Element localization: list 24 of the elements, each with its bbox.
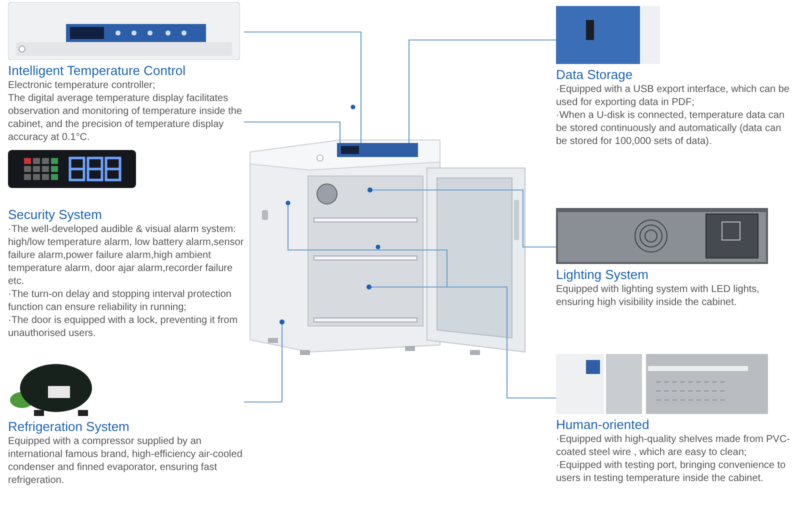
feature-heading: Human-oriented bbox=[556, 417, 650, 433]
feature-heading: Intelligent Temperature Control bbox=[8, 63, 187, 79]
feature-text: The digital average temperature display facilitates observation and monitoring of temperature inside the cabinet, and the precision of temperature display accuracy at 0.1°C. bbox=[8, 92, 244, 144]
feature-text: Equipped with lighting system with LED lights, ensuring high visibility inside the cabinet. bbox=[556, 283, 760, 309]
leader-line bbox=[368, 188, 556, 248]
leader-line bbox=[366, 284, 556, 399]
feature-text: Electronic temperature controller; bbox=[8, 79, 156, 92]
feature-description bbox=[8, 2, 244, 188]
leader-line bbox=[408, 39, 556, 143]
feature-text: ·Equipped with a USB export interface, which can be used for exporting data in PDF; bbox=[556, 83, 790, 109]
leader-line bbox=[244, 320, 284, 403]
feature-text: ·When a U-disk is connected, temperature data can be stored continuously and automatically (data can be stored for 100,000 sets of data). bbox=[556, 109, 786, 148]
leader-line bbox=[244, 121, 341, 143]
feature-heading: Refrigeration System bbox=[8, 419, 130, 435]
feature-text: ·The well-developed audible & visual alarm system: high/low temperature alarm, low battery alarm,sensor failure alarm,power failure alarm,high ambient temperature alarm, door ajar alarm,recorder failure etc. bbox=[8, 223, 244, 288]
feature-heading: Lighting System bbox=[556, 267, 650, 283]
feature-text: ·The door is equipped with a lock, preventing it from unauthorised users. bbox=[8, 314, 239, 340]
leader-line bbox=[244, 31, 362, 143]
feature-text: ·Equipped with high-quality shelves made from PVC-coated steel wire , which are easy to clean; bbox=[556, 433, 791, 459]
feature-text: ·Equipped with testing port, bringing convenience to users in testing temperature inside the cabinet. bbox=[556, 459, 787, 485]
feature-heading: Data Storage bbox=[556, 67, 634, 83]
feature-heading: Security System bbox=[8, 207, 103, 223]
feature-text: Equipped with a compressor supplied by an international famous brand, high-efficiency air-cooled condenser and finned evaporator, ensuring fast refrigeration. bbox=[8, 435, 244, 487]
feature-text: ·The turn-on delay and stopping interval protection function can ensure reliability in running; bbox=[8, 288, 232, 314]
